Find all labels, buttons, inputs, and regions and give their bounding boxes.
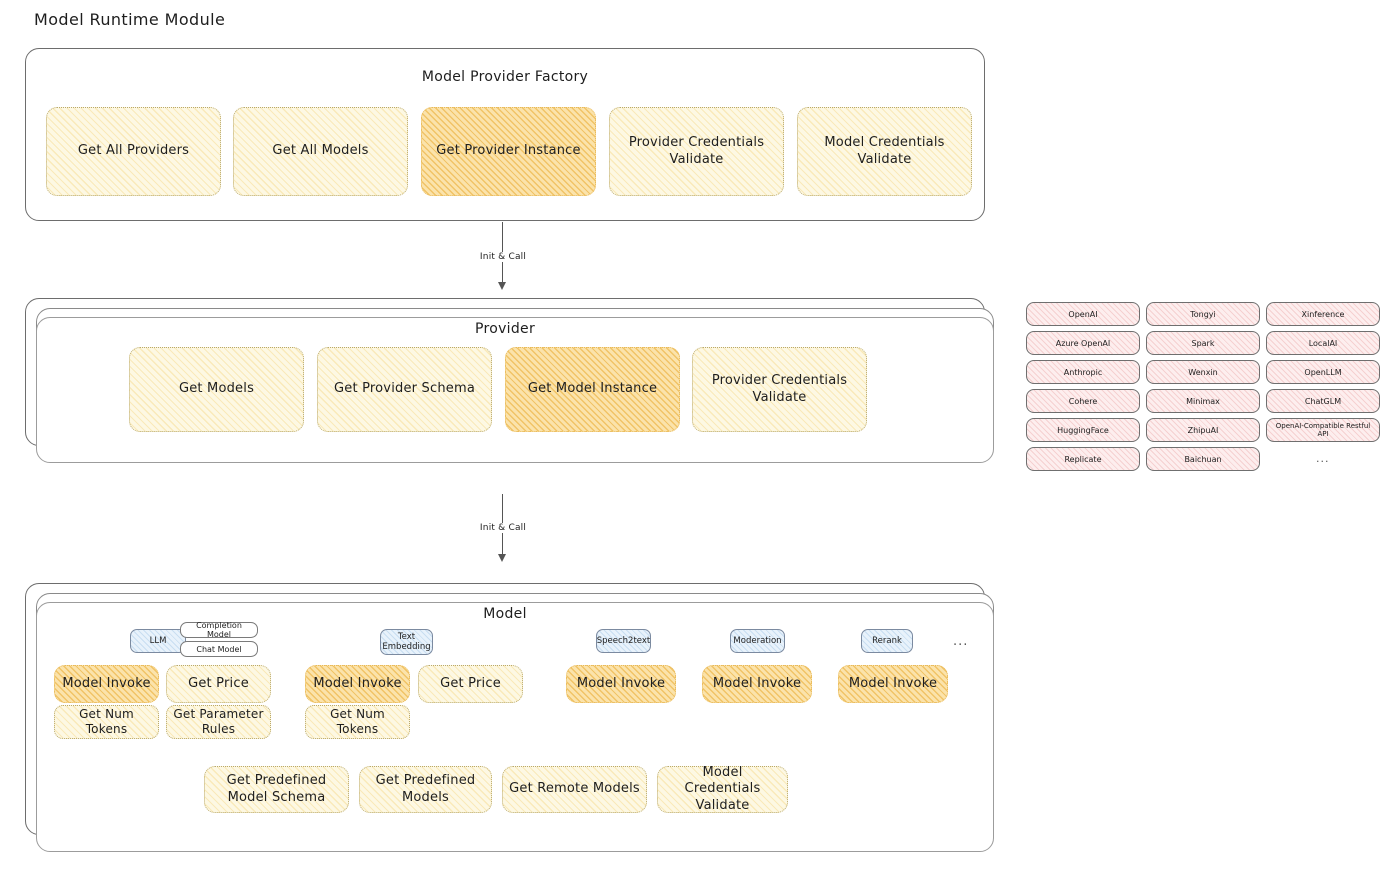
- model-method-moderation-model-invoke[interactable]: Model Invoke: [702, 665, 812, 703]
- model-common-method-get-remote-models[interactable]: Get Remote Models: [502, 766, 647, 813]
- provider-chip-replicate[interactable]: Replicate: [1026, 447, 1140, 471]
- model-types-more: ...: [953, 634, 969, 649]
- provider-node-provider-credentials-validate[interactable]: Provider Credentials Validate: [692, 347, 867, 432]
- provider-chip-baichuan[interactable]: Baichuan: [1146, 447, 1260, 471]
- provider-chip-azure-openai[interactable]: Azure OpenAI: [1026, 331, 1140, 355]
- model-method-llm-get-price[interactable]: Get Price: [166, 665, 271, 703]
- arrow-factory-to-provider-head: [498, 282, 506, 290]
- model-method-llm-get-parameter-rules[interactable]: Get Parameter Rules: [166, 705, 271, 739]
- model-method-llm-get-num-tokens[interactable]: Get Num Tokens: [54, 705, 159, 739]
- factory-node-get-all-providers[interactable]: Get All Providers: [46, 107, 221, 196]
- provider-list: OpenAI Azure OpenAI Anthropic Cohere Hug…: [1026, 300, 1381, 475]
- provider-chip-chatglm[interactable]: ChatGLM: [1266, 389, 1380, 413]
- model-method-text-embedding-get-price[interactable]: Get Price: [418, 665, 523, 703]
- provider-chip-huggingface[interactable]: HuggingFace: [1026, 418, 1140, 442]
- arrow-provider-to-model-head: [498, 554, 506, 562]
- model-method-text-embedding-get-num-tokens[interactable]: Get Num Tokens: [305, 705, 410, 739]
- provider-chip-openai-compatible-restful-api[interactable]: OpenAI-Compatible Restful API: [1266, 418, 1380, 442]
- model-method-speech2text-model-invoke[interactable]: Model Invoke: [566, 665, 676, 703]
- provider-chip-anthropic[interactable]: Anthropic: [1026, 360, 1140, 384]
- model-common-method-model-credentials-validate[interactable]: Model Credentials Validate: [657, 765, 788, 813]
- provider-node-get-models[interactable]: Get Models: [129, 347, 304, 432]
- factory-node-get-provider-instance[interactable]: Get Provider Instance: [421, 107, 596, 196]
- provider-chip-tongyi[interactable]: Tongyi: [1146, 302, 1260, 326]
- provider-node-get-model-instance[interactable]: Get Model Instance: [505, 347, 680, 432]
- factory-node-get-all-models[interactable]: Get All Models: [233, 107, 408, 196]
- provider-node-get-provider-schema[interactable]: Get Provider Schema: [317, 347, 492, 432]
- page-title: Model Runtime Module: [34, 10, 226, 29]
- provider-chip-wenxin[interactable]: Wenxin: [1146, 360, 1260, 384]
- model-type-chip-llm[interactable]: LLM: [130, 629, 186, 653]
- factory-panel-title: Model Provider Factory: [421, 69, 589, 85]
- model-panel-title: Model: [483, 606, 527, 622]
- arrow-provider-to-model-label: Init & Call: [475, 523, 531, 533]
- provider-chip-minimax[interactable]: Minimax: [1146, 389, 1260, 413]
- model-subtype-chip-chat-model[interactable]: Chat Model: [180, 641, 258, 657]
- provider-chip-xinference[interactable]: Xinference: [1266, 302, 1380, 326]
- provider-panel-title: Provider: [474, 321, 536, 337]
- provider-chip-openai[interactable]: OpenAI: [1026, 302, 1140, 326]
- model-common-method-get-predefined-models[interactable]: Get Predefined Models: [359, 766, 492, 813]
- provider-chip-openllm[interactable]: OpenLLM: [1266, 360, 1380, 384]
- provider-chip-cohere[interactable]: Cohere: [1026, 389, 1140, 413]
- provider-chip-zhipuai[interactable]: ZhipuAI: [1146, 418, 1260, 442]
- model-method-llm-model-invoke[interactable]: Model Invoke: [54, 665, 159, 703]
- factory-node-model-credentials-validate[interactable]: Model Credentials Validate: [797, 107, 972, 196]
- arrow-factory-to-provider-label: Init & Call: [475, 252, 531, 262]
- model-type-chip-text-embedding[interactable]: Text Embedding: [380, 629, 433, 655]
- provider-list-more: ...: [1316, 452, 1330, 465]
- factory-node-provider-credentials-validate[interactable]: Provider Credentials Validate: [609, 107, 784, 196]
- model-panel: Model LLM Completion Model Chat Model Mo…: [25, 583, 994, 852]
- model-provider-factory-panel: Model Provider Factory Get All Providers…: [25, 48, 985, 221]
- provider-chip-spark[interactable]: Spark: [1146, 331, 1260, 355]
- model-type-chip-moderation[interactable]: Moderation: [730, 629, 785, 653]
- model-subtype-chip-completion-model[interactable]: Completion Model: [180, 621, 258, 639]
- provider-panel: Provider Get Models Get Provider Schema …: [25, 298, 994, 463]
- model-common-method-get-predefined-model-schema[interactable]: Get Predefined Model Schema: [204, 766, 349, 813]
- provider-chip-localai[interactable]: LocalAI: [1266, 331, 1380, 355]
- model-type-chip-speech2text[interactable]: Speech2text: [596, 629, 651, 653]
- model-method-rerank-model-invoke[interactable]: Model Invoke: [838, 665, 948, 703]
- model-method-text-embedding-model-invoke[interactable]: Model Invoke: [305, 665, 410, 703]
- model-type-chip-rerank[interactable]: Rerank: [861, 629, 913, 653]
